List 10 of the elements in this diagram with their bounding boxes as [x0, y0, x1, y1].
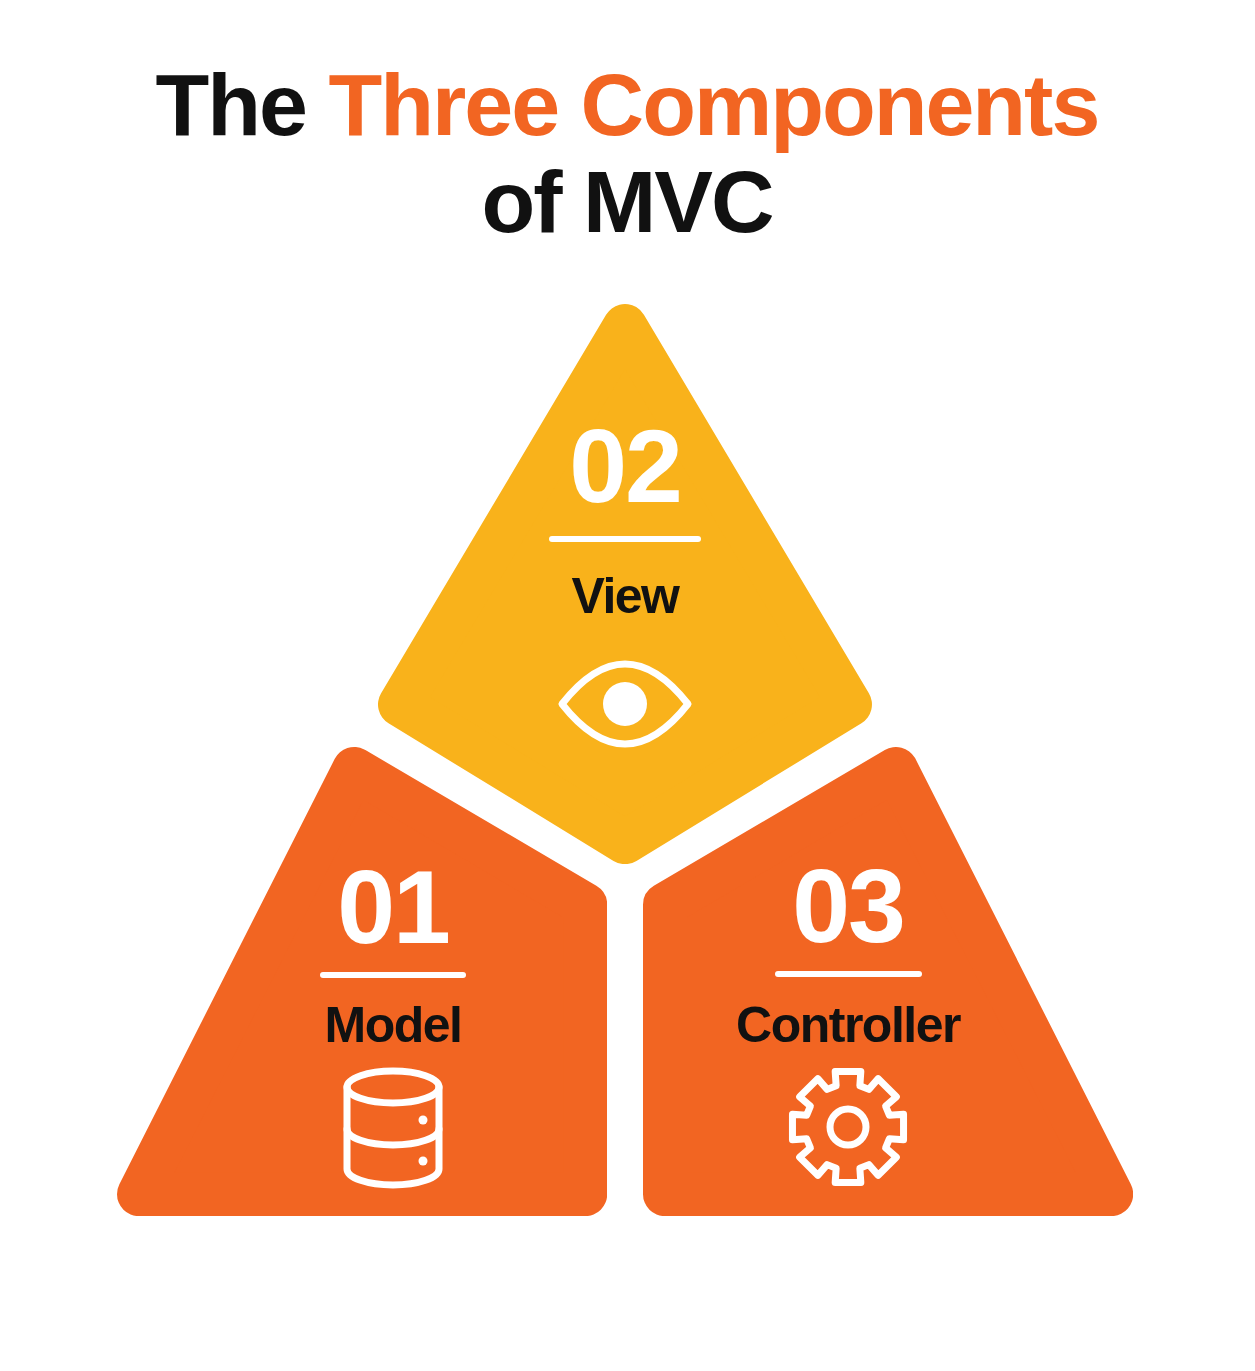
- component-label: View: [571, 571, 679, 621]
- triangle-segment: [378, 304, 872, 865]
- step-number: 01: [337, 855, 449, 959]
- triangle-segment: [643, 746, 1134, 1216]
- component-label: Model: [324, 1000, 462, 1050]
- step-number: 02: [569, 414, 681, 518]
- title: The Three Components of MVC: [154, 56, 1100, 250]
- component-label: Controller: [736, 1000, 960, 1050]
- step-number: 03: [792, 854, 904, 958]
- triangle-segment: [116, 746, 607, 1216]
